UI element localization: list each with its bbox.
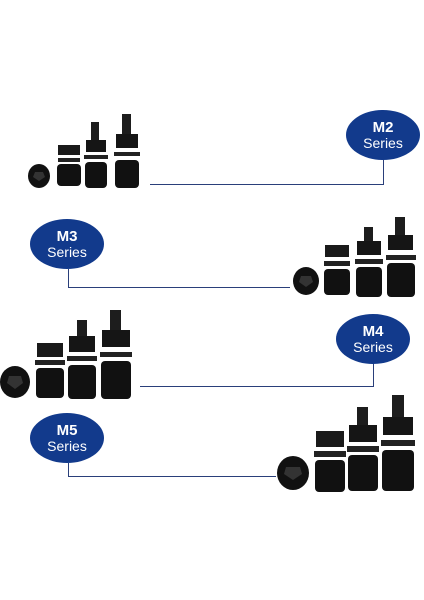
m4-series-label: Series: [353, 339, 393, 355]
m3-connector-horizontal: [68, 287, 290, 288]
row-m4: M4 Series: [0, 310, 424, 402]
m2-size-label: M2: [372, 119, 394, 136]
m2-hardware-image: [28, 114, 140, 188]
m4-size-label: M4: [362, 323, 384, 340]
m4-connector-horizontal: [140, 386, 374, 387]
m3-badge: M3 Series: [30, 219, 104, 269]
m2-connector-vertical: [383, 160, 384, 185]
m4-hardware-image: [0, 310, 132, 399]
m5-hardware-image: [277, 395, 415, 492]
m2-connector-horizontal: [150, 184, 384, 185]
m4-badge: M4 Series: [336, 314, 410, 364]
m3-size-label: M3: [56, 228, 78, 245]
m5-connector-horizontal: [68, 476, 276, 477]
m5-size-label: M5: [56, 422, 78, 439]
row-m3: M3 Series: [0, 215, 424, 300]
m5-series-label: Series: [47, 438, 87, 454]
m4-connector-vertical: [373, 362, 374, 387]
m2-series-label: Series: [363, 135, 403, 151]
m2-badge: M2 Series: [346, 110, 420, 160]
m5-connector-vertical: [68, 463, 69, 476]
m3-series-label: Series: [47, 244, 87, 260]
m3-connector-vertical: [68, 269, 69, 287]
row-m2: M2 Series: [0, 110, 424, 190]
row-m5: M5 Series: [0, 395, 424, 495]
m3-hardware-image: [293, 217, 416, 297]
m5-badge: M5 Series: [30, 413, 104, 463]
